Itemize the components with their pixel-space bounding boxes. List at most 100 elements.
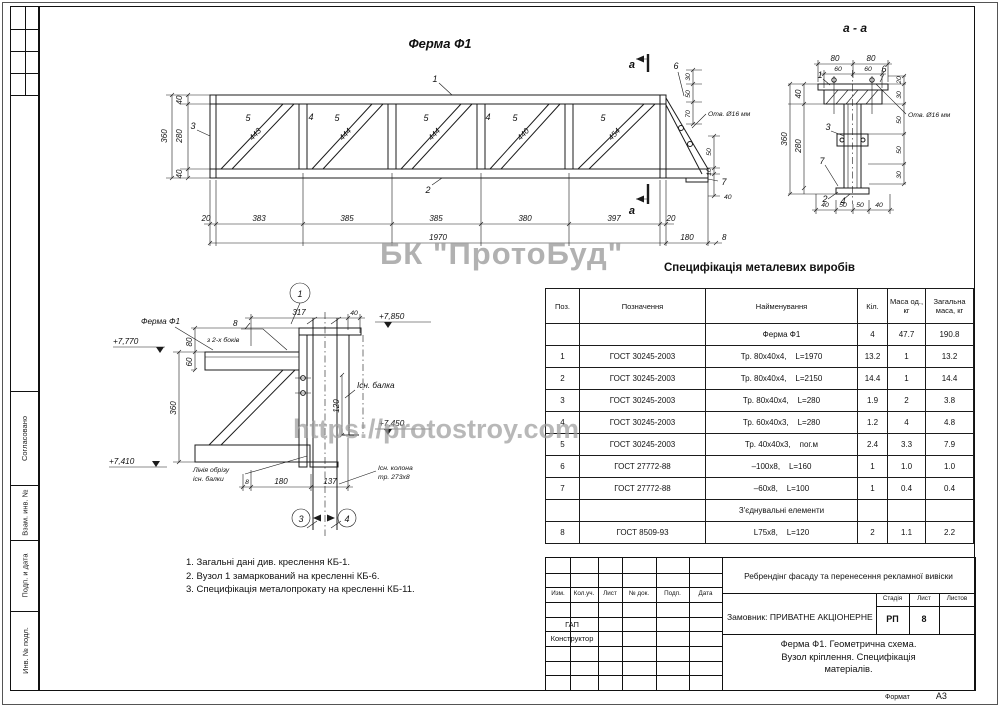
node-dimension-lines [173,314,365,491]
elevation-label: +7,450 [379,419,405,428]
strip-divider [25,7,26,95]
spec-row: 3 ГОСТ 30245-2003 Тр. 80х40х4, L=280 1.9… [545,389,974,412]
spec-cell-name: Тр. 80х40х4, L=1970 [705,345,858,368]
beam-cut-label: існ. балки [193,475,224,483]
dim-label: 20 [201,214,211,223]
spec-cell-designation: ГОСТ 27772-88 [579,455,706,478]
strip-cell-podp: Подп. и дата [11,540,39,611]
spec-cell-name: –100х8, L=160 [705,455,858,478]
dim-label: 50 [896,116,903,124]
member-mark: 4 [840,196,845,206]
node-geometry [194,312,364,536]
tb-client: Замовник: ПРИВАТНЕ АКЦІОНЕРНЕ [727,612,873,622]
spec-cell-qty: 4 [857,323,888,346]
approved-label: Согласовано [20,415,30,461]
section-a-a-drawing: а - а [780,21,951,214]
spec-header-name: Найменування [705,288,858,324]
spec-cell-designation [579,499,706,522]
member-mark: 5 [600,113,606,123]
dim-label: 20 [896,76,903,85]
strip-divider [11,391,39,392]
beam-cut-label: Лінія обрізу [192,466,230,474]
elevation-label: +7,410 [109,457,135,466]
dim-label: 397 [607,214,621,223]
member-mark: 5 [245,113,251,123]
tb-line [876,606,975,607]
spec-header-total-mass: Загальна маса, кг [925,288,974,324]
dim-label: 360 [160,129,169,143]
tb-sheets-header: Листов [946,595,968,602]
dim-label: 30 [896,91,903,99]
spec-cell-unit: 0.4 [887,477,926,500]
weld-note: з 2-х боків [206,336,240,344]
member-mark: 1 [432,74,437,84]
truss-diagonal-lengths: 443 444 444 440 454 [247,126,622,142]
tb-doc-title-line: Вузол кріплення. Специфікація [781,651,916,662]
watermark-url: https://protostroy.com [293,414,579,444]
tb-stage-value: РП [886,614,899,624]
spec-cell-designation: ГОСТ 8509-93 [579,521,706,544]
sheet-main-frame [38,6,975,691]
hole-note: Отв. Ø16 мм [708,111,751,118]
tb-line [656,558,657,690]
section-cut-mark: 3 [298,514,303,524]
dim-label: 60 [834,66,842,73]
spec-table: Поз. Позначення Найменування Кіл. Маса о… [545,288,974,544]
member-mark: 1 [817,70,822,80]
note-line: 3. Специфікація металопрокату на креслен… [186,584,415,595]
spec-cell-pos [545,323,580,346]
dim-label: 40 [821,202,829,209]
member-mark: 7 [721,177,727,187]
spec-cell-designation: ГОСТ 30245-2003 [579,433,706,456]
spec-cell-total: 13.2 [925,345,974,368]
spec-cell-name: Тр. 80х40х4, L=280 [705,389,858,412]
tb-col-header: Кол.уч. [573,590,595,597]
diagonal-length-label: 440 [515,126,531,142]
member-mark: 6 [673,61,678,71]
strip-divider [11,485,39,486]
spec-cell-qty [857,499,888,522]
dim-label: 70 [685,110,692,118]
dim-label: 10 [706,168,713,176]
spec-row: 1 ГОСТ 30245-2003 Тр. 80х40х4, L=1970 13… [545,345,974,368]
spec-cell-pos [545,499,580,522]
dim-label: 50 [856,202,864,209]
spec-cell-qty: 2 [857,521,888,544]
tb-line [546,573,722,574]
member-mark: 4 [308,112,313,122]
tb-line [546,602,722,603]
dim-label: 360 [169,401,178,415]
dim-label: 383 [252,214,266,223]
strip-cell-vzam: Взам. инв. № [11,485,39,540]
dim-label: 360 [780,132,789,146]
strip-cell-approved: Согласовано [11,391,39,485]
section-dims: 80 80 60 60 40 280 360 20 30 50 50 30 40… [780,54,903,209]
inv-podl-label: Инв. № подл. [20,627,30,674]
spec-row: 7 ГОСТ 27772-88 –60х8, L=100 1 0.4 0.4 [545,477,974,500]
diagonal-length-label: 454 [606,126,622,142]
node-dims: 317 40 80 60 360 120 8 180 137 [169,308,358,486]
dim-label: 30 [685,73,692,81]
spec-cell-qty: 13.2 [857,345,888,368]
truss-elevation-drawing: Ферма Ф1 [160,36,751,246]
node-elevation-marks: +7,770 +7,410 +7,850 +7,450 [109,312,431,468]
spec-cell-name: Ферма Ф1 [705,323,858,346]
spec-cell-designation [579,323,706,346]
member-mark: 3 [190,121,195,131]
watermark-brand: БК "ПротоБуд" [380,236,624,271]
tb-col-header: № док. [628,590,650,597]
diagonal-length-label: 444 [426,126,442,142]
spec-cell-pos: 6 [545,455,580,478]
spec-cell-qty: 1 [857,455,888,478]
spec-cell-name: З'єднувальні елементи [705,499,858,522]
tb-col-header: Изм. [551,590,565,597]
spec-cell-total: 1.0 [925,455,974,478]
spec-cell-qty: 1 [857,477,888,500]
section-letter: а [629,205,635,217]
tb-col-header: Дата [698,590,713,597]
spec-cell-designation: ГОСТ 27772-88 [579,477,706,500]
tb-line [909,593,910,634]
truss-segment-dims: 20 383 385 385 380 397 20 1970 180 8 40 … [160,73,732,242]
member-mark: 4 [485,112,490,122]
